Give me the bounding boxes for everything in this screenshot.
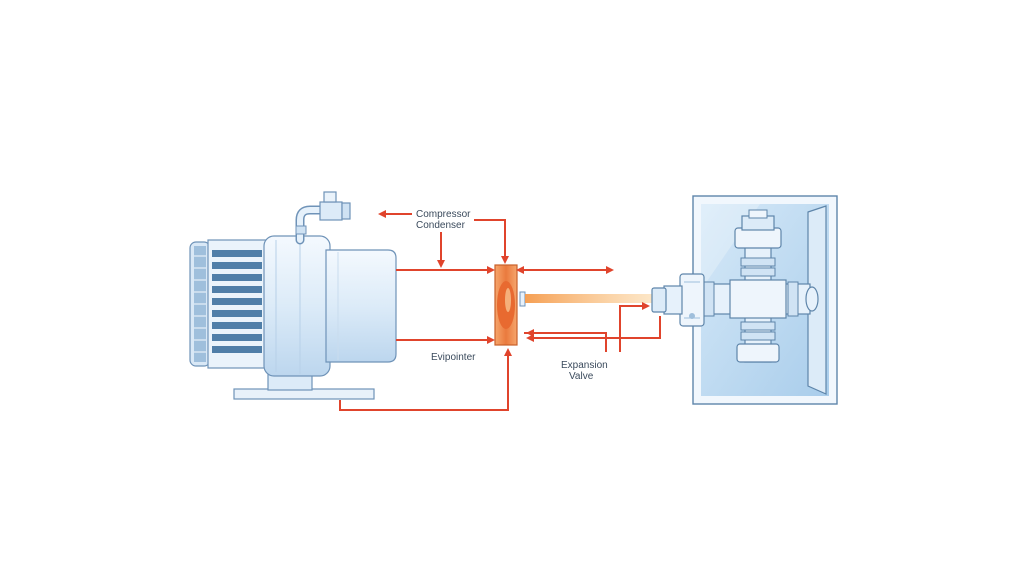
flow-line-valve-return — [526, 314, 662, 340]
fan-grille — [194, 246, 206, 362]
valve-inlet-nozzle — [651, 287, 667, 313]
flow-line-return — [339, 348, 512, 411]
expansion-valve-label-line2: Valve — [569, 371, 594, 382]
evaporator-label: Evipointer — [431, 352, 476, 363]
heat-exchanger-icon — [494, 264, 526, 346]
flow-line-valve-loop — [526, 316, 661, 342]
flow-line-valve-feed — [619, 302, 650, 352]
valve-top-cap — [734, 227, 782, 249]
condenser-label: Condenser — [416, 220, 465, 231]
valve-bottom-cap — [736, 343, 780, 363]
exchanger-port — [519, 291, 526, 307]
refrigerant-flow-lines — [339, 210, 662, 411]
compressor-icon — [189, 191, 397, 400]
compressor-collar — [263, 235, 331, 377]
callout-condenser-line — [474, 219, 509, 264]
top-valve-stem — [323, 191, 337, 203]
flow-line-expansion-arrow — [526, 329, 534, 337]
compressor-label: Compressor — [416, 209, 471, 220]
top-valve-body — [319, 201, 343, 221]
cooling-fins — [212, 250, 262, 353]
expansion-valve-label-line1: Expansion — [561, 360, 608, 371]
compressor-cylinder — [325, 249, 397, 363]
heat-transfer-beam — [525, 294, 653, 303]
valve-assembly-icon — [651, 195, 838, 405]
flow-line-expansion — [524, 332, 607, 352]
top-valve-flange — [341, 202, 351, 220]
